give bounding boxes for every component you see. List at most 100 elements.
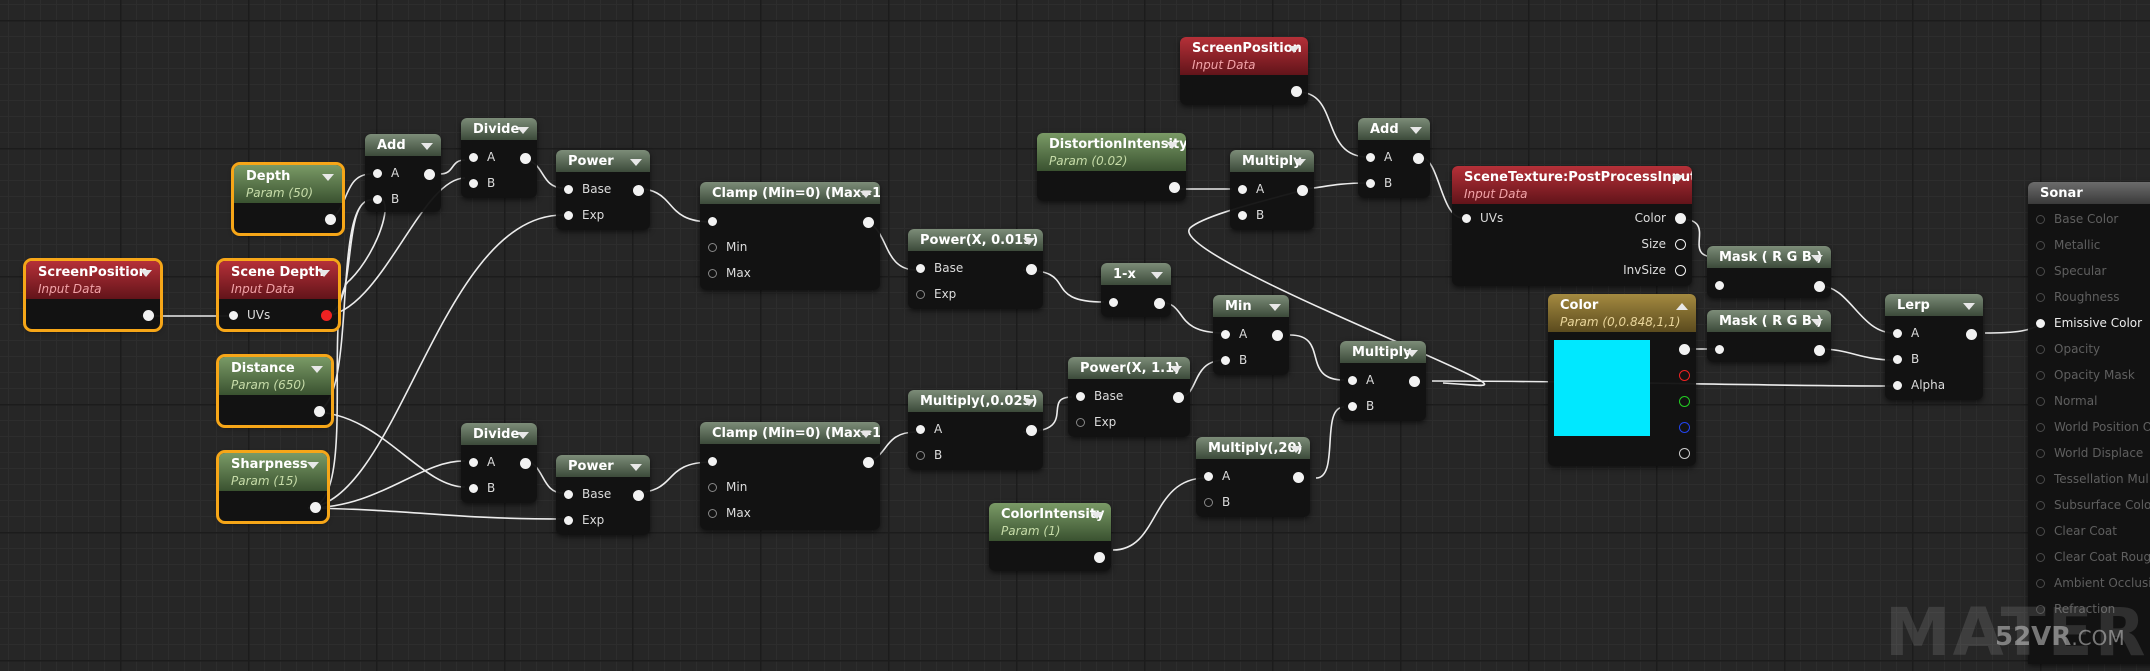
- input-pin-ambient-occlusion[interactable]: Ambient Occlusi: [2034, 576, 2150, 590]
- sharpness-param-node[interactable]: Sharpness Param (15): [216, 450, 330, 524]
- collapse-arrow-icon[interactable]: [1676, 303, 1688, 310]
- input-pin-uvs[interactable]: UVs: [1460, 211, 1503, 225]
- collapse-arrow-icon[interactable]: [1811, 255, 1823, 262]
- input-pin-b[interactable]: B: [914, 448, 942, 462]
- input-pin-base-color[interactable]: Base Color: [2034, 212, 2118, 226]
- input-pin-b[interactable]: B: [1236, 208, 1264, 222]
- input-pin-base[interactable]: Base: [1074, 389, 1123, 403]
- node-header[interactable]: ScreenPosition Input Data: [26, 261, 160, 299]
- input-pin-roughness[interactable]: Roughness: [2034, 290, 2119, 304]
- input-pin-exp[interactable]: Exp: [914, 287, 956, 301]
- node-header[interactable]: Scene Depth Input Data: [219, 261, 338, 299]
- node-header[interactable]: Mask ( R G B ): [1707, 246, 1831, 268]
- input-pin-min[interactable]: Min: [706, 480, 747, 494]
- scene-texture-node[interactable]: SceneTexture:PostProcessInput0 Input Dat…: [1452, 166, 1692, 286]
- input-pin-normal[interactable]: Normal: [2034, 394, 2097, 408]
- node-header[interactable]: Lerp: [1885, 294, 1983, 316]
- input-pin-b[interactable]: B: [467, 481, 495, 495]
- collapse-arrow-icon[interactable]: [1023, 399, 1035, 406]
- node-header[interactable]: Depth Param (50): [234, 165, 342, 203]
- input-pin-clear-coat[interactable]: Clear Coat: [2034, 524, 2117, 538]
- mask-rgb-node-2[interactable]: Mask ( R G B ): [1707, 310, 1831, 362]
- node-header[interactable]: Min: [1213, 295, 1289, 317]
- multiply-20-node[interactable]: Multiply(,20) A B: [1196, 437, 1310, 517]
- collapse-arrow-icon[interactable]: [860, 191, 872, 198]
- node-header[interactable]: ScreenPosition Input Data: [1180, 37, 1308, 75]
- input-pin-opacity[interactable]: Opacity: [2034, 342, 2100, 356]
- input-pin-a[interactable]: A: [1346, 373, 1374, 387]
- node-header[interactable]: Mask ( R G B ): [1707, 310, 1831, 332]
- collapse-arrow-icon[interactable]: [322, 174, 334, 181]
- collapse-arrow-icon[interactable]: [1294, 159, 1306, 166]
- divide-node-2[interactable]: Divide A B: [461, 423, 537, 503]
- collapse-arrow-icon[interactable]: [1410, 127, 1422, 134]
- node-header[interactable]: Power(X, 1.1): [1068, 357, 1190, 379]
- input-pin-clear-coat-roughness[interactable]: Clear Coat Roug: [2034, 550, 2150, 564]
- input-pin-a[interactable]: A: [1202, 469, 1230, 483]
- node-header[interactable]: Multiply(,20): [1196, 437, 1310, 459]
- input-pin-metallic[interactable]: Metallic: [2034, 238, 2100, 252]
- power-node-1[interactable]: Power Base Exp: [556, 150, 650, 230]
- node-header[interactable]: Distance Param (650): [219, 357, 331, 395]
- screenposition-node-left[interactable]: ScreenPosition Input Data: [23, 258, 163, 332]
- clamp-node-1[interactable]: Clamp (Min=0) (Max=1) Min Max: [700, 182, 880, 290]
- input-pin-specular[interactable]: Specular: [2034, 264, 2106, 278]
- input-pin-a[interactable]: A: [1219, 327, 1247, 341]
- input-pin-max[interactable]: Max: [706, 506, 751, 520]
- collapse-arrow-icon[interactable]: [1170, 366, 1182, 373]
- collapse-arrow-icon[interactable]: [1672, 175, 1684, 182]
- collapse-arrow-icon[interactable]: [140, 270, 152, 277]
- collapse-arrow-icon[interactable]: [630, 159, 642, 166]
- multiply-node-2[interactable]: Multiply A B: [1340, 341, 1426, 421]
- one-minus-node[interactable]: 1-x: [1101, 263, 1171, 317]
- collapse-arrow-icon[interactable]: [1406, 350, 1418, 357]
- collapse-arrow-icon[interactable]: [1811, 319, 1823, 326]
- node-header[interactable]: Power: [556, 455, 650, 477]
- input-pin-a[interactable]: A: [371, 166, 399, 180]
- collapse-arrow-icon[interactable]: [517, 432, 529, 439]
- clamp-node-2[interactable]: Clamp (Min=0) (Max=1) Min Max: [700, 422, 880, 530]
- node-header[interactable]: Color Param (0,0.848,1,1): [1548, 294, 1696, 332]
- input-pin-b[interactable]: B: [1346, 399, 1374, 413]
- node-header[interactable]: Add: [365, 134, 441, 156]
- collapse-arrow-icon[interactable]: [1288, 46, 1300, 53]
- node-header[interactable]: Power: [556, 150, 650, 172]
- collapse-arrow-icon[interactable]: [1151, 272, 1163, 279]
- multiply-0025-node[interactable]: Multiply(,0.025) A B: [908, 390, 1043, 470]
- collapse-arrow-icon[interactable]: [311, 366, 323, 373]
- input-pin-emissive-color[interactable]: Emissive Color: [2034, 316, 2142, 330]
- node-header[interactable]: Add: [1358, 118, 1430, 140]
- collapse-arrow-icon[interactable]: [1166, 142, 1178, 149]
- input-pin-b[interactable]: B: [1364, 176, 1392, 190]
- output-pin-color[interactable]: Color: [1635, 211, 1688, 225]
- distance-param-node[interactable]: Distance Param (650): [216, 354, 334, 428]
- add-node-1[interactable]: Add A B: [365, 134, 441, 212]
- collapse-arrow-icon[interactable]: [860, 431, 872, 438]
- input-pin-tessellation-multiplier[interactable]: Tessellation Mul: [2034, 472, 2149, 486]
- input-pin-min[interactable]: Min: [706, 240, 747, 254]
- divide-node-1[interactable]: Divide A B: [461, 118, 537, 198]
- input-pin-b[interactable]: B: [371, 192, 399, 206]
- collapse-arrow-icon[interactable]: [630, 464, 642, 471]
- input-pin-uvs[interactable]: UVs: [227, 308, 270, 322]
- input-pin-opacity-mask[interactable]: Opacity Mask: [2034, 368, 2135, 382]
- node-header[interactable]: Power(X, 0.015): [908, 229, 1043, 251]
- input-pin-a[interactable]: A: [467, 455, 495, 469]
- output-pin-size[interactable]: Size: [1641, 237, 1688, 251]
- node-header[interactable]: Multiply: [1340, 341, 1426, 363]
- input-pin-refraction[interactable]: Refraction: [2034, 602, 2115, 616]
- node-header[interactable]: DistortionIntensity Param (0.02): [1037, 133, 1186, 171]
- input-pin-a[interactable]: A: [467, 150, 495, 164]
- input-pin-base[interactable]: Base: [914, 261, 963, 275]
- input-pin-a[interactable]: A: [1364, 150, 1392, 164]
- mask-rgb-node-1[interactable]: Mask ( R G B ): [1707, 246, 1831, 298]
- distortion-intensity-node[interactable]: DistortionIntensity Param (0.02): [1037, 133, 1186, 201]
- input-pin-world-displacement[interactable]: World Displace: [2034, 446, 2143, 460]
- node-header[interactable]: Clamp (Min=0) (Max=1): [700, 422, 880, 444]
- input-pin-b[interactable]: B: [1202, 495, 1230, 509]
- input-pin-b[interactable]: B: [1219, 353, 1247, 367]
- collapse-arrow-icon[interactable]: [318, 270, 330, 277]
- input-pin-exp[interactable]: Exp: [562, 513, 604, 527]
- input-pin-exp[interactable]: Exp: [562, 208, 604, 222]
- input-pin-exp[interactable]: Exp: [1074, 415, 1116, 429]
